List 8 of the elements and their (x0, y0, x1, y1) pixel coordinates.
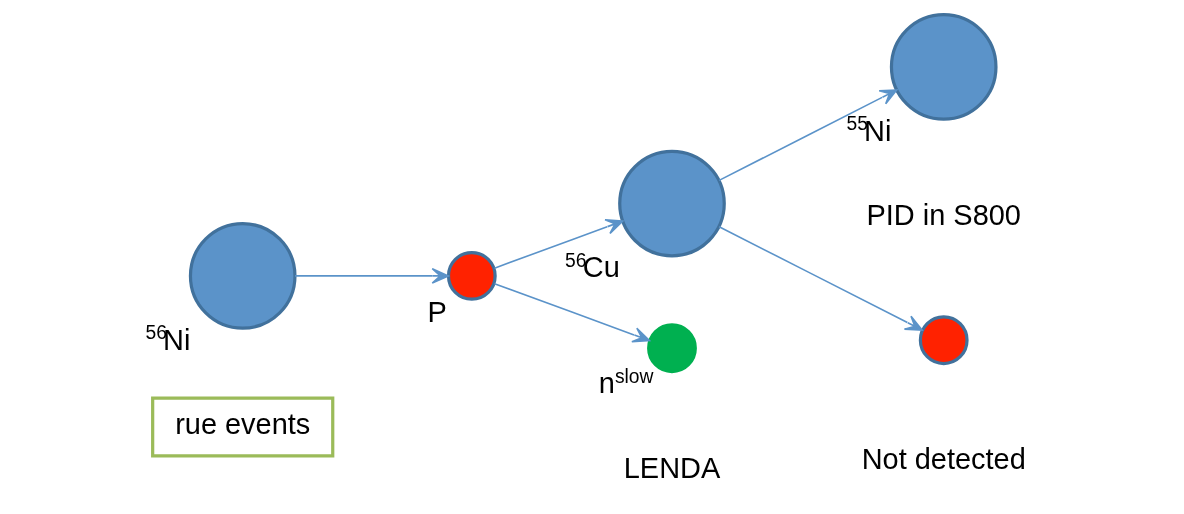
node-label: $^{55}$Ni (846, 113, 892, 147)
node-label: PID in S800 (866, 199, 1021, 232)
node-label: $^{56}$Cu (565, 249, 620, 284)
node-label: Not detected (861, 443, 1026, 476)
node-label: LENDA (623, 451, 721, 484)
node-label: n$^{slow}$ (598, 365, 654, 400)
node-label: $^{56}$Ni (145, 322, 191, 356)
node-label: P (427, 296, 447, 329)
